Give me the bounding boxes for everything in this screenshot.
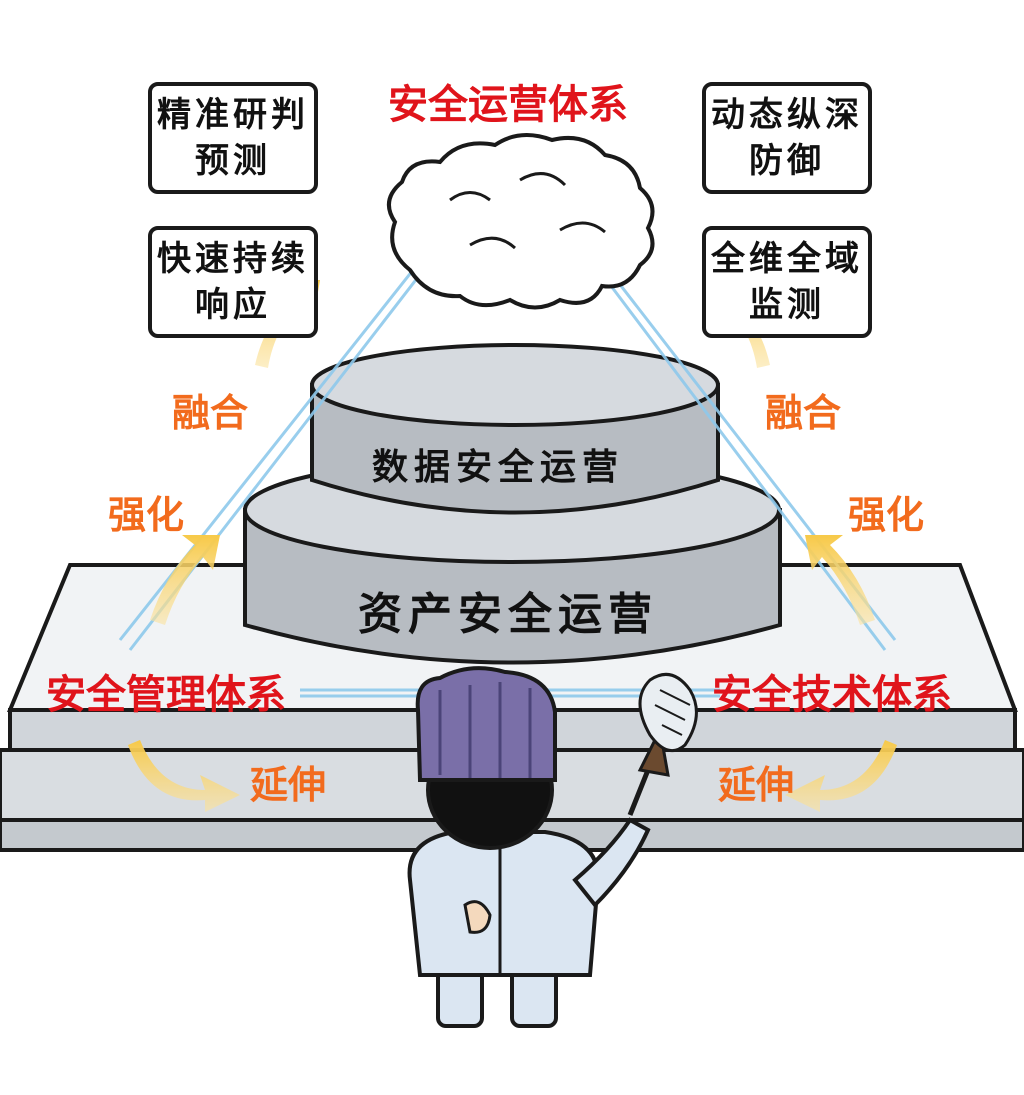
left-fuse-label: 融合 [172, 391, 249, 435]
box-line-1: 动态纵深 [711, 95, 863, 135]
box-dynamic-defense: 动态纵深 防御 [702, 82, 872, 194]
box-line-1: 快速持续 [157, 239, 309, 279]
cake-top-label: 数据安全运营 [372, 447, 625, 488]
box-line-2: 预测 [195, 141, 271, 181]
box-line-2: 防御 [749, 141, 825, 181]
cloud-brain-icon [386, 133, 655, 310]
right-system-label: 安全技术体系 [712, 672, 952, 718]
left-strengthen-label: 强化 [108, 493, 185, 537]
box-full-monitoring: 全维全域 监测 [702, 226, 872, 338]
box-precise-judgment: 精准研判 预测 [148, 82, 318, 194]
box-line-1: 全维全域 [711, 239, 863, 279]
arrow-right-extend [785, 740, 897, 812]
arrow-left-strengthen [150, 535, 220, 625]
box-line-2: 监测 [749, 285, 825, 325]
right-fuse-label: 融合 [765, 391, 842, 435]
left-extend-label: 延伸 [250, 763, 327, 807]
arrow-left-fuse [255, 280, 320, 368]
right-strengthen-label: 强化 [848, 493, 925, 537]
feather-duster-icon [627, 672, 698, 816]
chef-icon [407, 666, 651, 1028]
arrow-left-extend [128, 740, 240, 812]
cake-bottom-label: 资产安全运营 [358, 589, 658, 640]
arrow-right-strengthen [805, 535, 875, 625]
left-system-label: 安全管理体系 [46, 672, 286, 718]
right-extend-label: 延伸 [718, 763, 795, 807]
box-line-2: 响应 [195, 285, 271, 325]
arrow-right-fuse [705, 280, 770, 368]
box-rapid-response: 快速持续 响应 [148, 226, 318, 338]
cake-top-tier [310, 343, 720, 515]
top-title: 安全运营体系 [388, 82, 628, 128]
box-line-1: 精准研判 [157, 95, 309, 135]
